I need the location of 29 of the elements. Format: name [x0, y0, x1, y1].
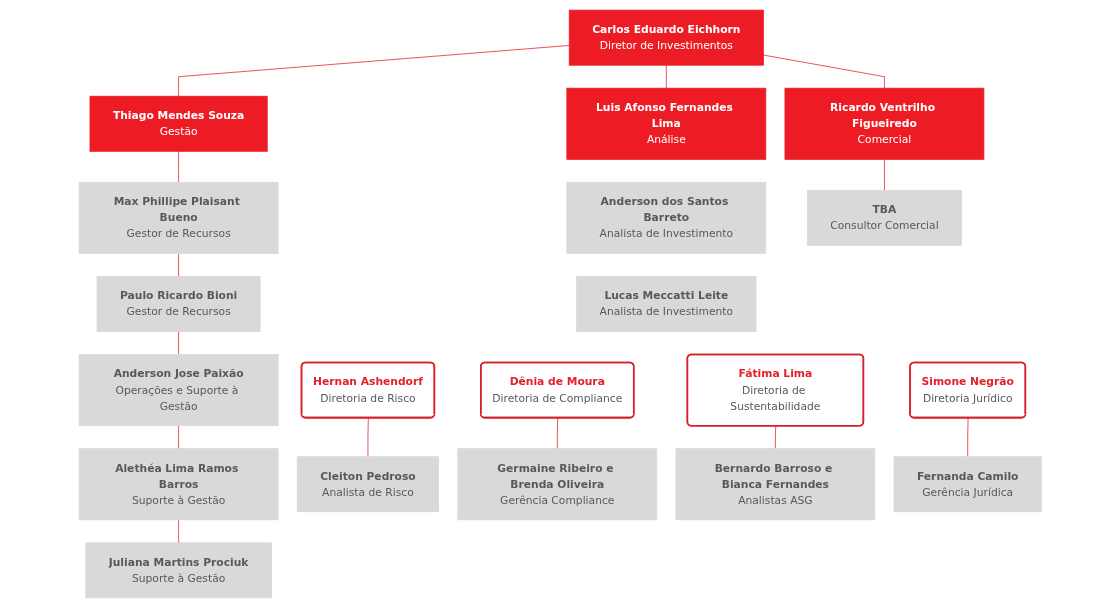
- node-box: Anderson dos Santos Barreto Analista de Investimento: [566, 181, 766, 254]
- connector: [177, 44, 570, 97]
- node-box: Alethéa Lima Ramos Barros Suporte à Gestão: [78, 447, 279, 520]
- connector: [177, 252, 179, 277]
- connector: [774, 425, 776, 449]
- node-box: Bernardo Barroso e Bianca Fernandes Analistas ASG: [675, 447, 875, 520]
- node-box: Cleiton Pedroso Analista de Risco: [296, 455, 439, 512]
- node-box: Ricardo Ventrilho Figueiredo Comercial: [784, 87, 984, 160]
- connector: [665, 64, 667, 89]
- node-box: Juliana Martins Prociuk Suporte à Gestão: [85, 541, 272, 598]
- connector: [177, 150, 179, 183]
- connector: [177, 424, 179, 449]
- node-box: Fernanda Camilo Gerência Jurídica: [893, 455, 1042, 512]
- node-box: Luis Afonso Fernandes Lima Análise: [566, 87, 766, 160]
- connector: [967, 417, 969, 457]
- connector: [762, 54, 885, 89]
- node-box: Max Phillipe Plaisant Bueno Gestor de Recursos: [78, 181, 279, 254]
- connector: [883, 158, 885, 191]
- connector: [177, 518, 179, 543]
- connector: [177, 330, 179, 355]
- node-box: Anderson Jose Paixão Operações e Suporte à Gestão: [78, 353, 279, 426]
- connector: [367, 417, 369, 457]
- node-box: Thiago Mendes Souza Gestão: [89, 95, 268, 152]
- node-box: Carlos Eduardo Eichhorn Diretor de Investimentos: [568, 9, 764, 66]
- connector: [556, 417, 558, 449]
- node-box: Paulo Ricardo Bioni Gestor de Recursos: [96, 275, 261, 332]
- node-box: Germaine Ribeiro e Brenda Oliveira Gerência Compliance: [457, 447, 657, 520]
- node-box: TBA Consultor Comercial: [806, 189, 962, 246]
- node-box: Lucas Meccatti Leite Analista de Investimento: [576, 275, 757, 332]
